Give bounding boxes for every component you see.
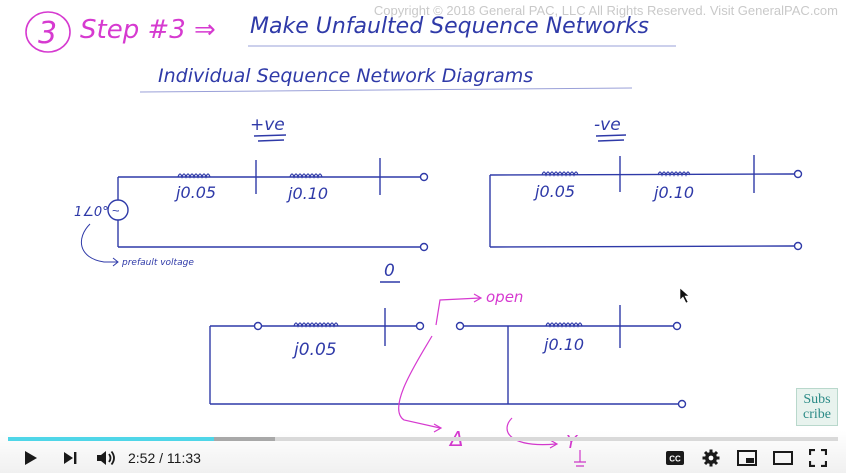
- positive-impedance-2: j0.10: [286, 184, 328, 203]
- positive-source-label: 1∠0°: [74, 205, 109, 220]
- subscribe-badge[interactable]: Subs cribe: [796, 388, 838, 426]
- positive-inductor-2: [289, 173, 323, 179]
- negative-terminal-top: [793, 169, 803, 179]
- negative-sequence-network: -ve j0.05 j0.10: [489, 115, 803, 251]
- volume-button[interactable]: [94, 447, 118, 469]
- zero-terminal-open-right: [455, 321, 465, 331]
- step-header: 3 Step #3 ⇒ Make Unfaulted Sequence Netw…: [25, 11, 676, 93]
- play-button[interactable]: [18, 447, 42, 469]
- next-icon: [64, 452, 77, 464]
- zero-sequence-network: 0 j0.05 j0.10: [209, 261, 687, 409]
- copyright-watermark: Copyright © 2018 General PAC, LLC All Ri…: [373, 3, 838, 18]
- time-separator: /: [155, 450, 167, 466]
- positive-terminal-bottom: [419, 242, 429, 252]
- negative-impedance-1: j0.05: [533, 182, 575, 201]
- zero-label: 0: [384, 261, 395, 281]
- mouse-cursor: [679, 287, 690, 304]
- volume-icon: [97, 450, 115, 466]
- positive-source-symbol: ~: [112, 203, 120, 218]
- step-title: Step #3 ⇒: [80, 15, 216, 45]
- positive-label: +ve: [250, 115, 285, 135]
- duration: 11:33: [166, 450, 201, 466]
- step-number: 3: [38, 16, 57, 51]
- negative-inductor-2: [657, 171, 691, 177]
- zero-inductor-2: [545, 322, 583, 328]
- positive-inductor-1: [177, 173, 211, 179]
- progress-played: [8, 437, 214, 441]
- next-button[interactable]: [58, 447, 82, 469]
- play-icon: [25, 451, 37, 465]
- captions-icon: CC: [666, 451, 684, 465]
- prefault-arrow: [81, 223, 118, 263]
- positive-sequence-network: +ve ~ 1∠0° j0.05 j0.10 prefault voltage: [74, 115, 429, 268]
- zero-terminal-open-left: [415, 321, 425, 331]
- fullscreen-button[interactable]: [806, 447, 830, 469]
- miniplayer-icon: [737, 450, 757, 466]
- page-heading: Make Unfaulted Sequence Networks: [250, 14, 649, 39]
- positive-impedance-1: j0.05: [174, 183, 216, 202]
- zero-terminal-bottom: [677, 399, 687, 409]
- negative-bottom-wire: [489, 245, 795, 248]
- captions-button[interactable]: CC: [663, 447, 687, 469]
- zero-terminal-left: [253, 321, 263, 331]
- gear-icon: [702, 449, 720, 467]
- open-arrow: [435, 297, 481, 326]
- subheading-underline: [139, 87, 633, 93]
- positive-terminal-top: [419, 172, 429, 182]
- wye-ground: [574, 450, 586, 467]
- subscribe-line-1: Subs: [803, 392, 831, 407]
- negative-terminal-bottom: [793, 241, 803, 251]
- theater-icon: [773, 451, 793, 465]
- zero-inductor-1: [293, 322, 339, 328]
- fullscreen-icon: [809, 449, 827, 467]
- open-note: open: [486, 288, 523, 306]
- zero-impedance-2: j0.10: [542, 335, 584, 354]
- current-time: 2:52: [128, 450, 156, 466]
- page-subheading: Individual Sequence Network Diagrams: [158, 65, 533, 87]
- subscribe-line-2: cribe: [803, 407, 831, 422]
- time-display: 2:52 / 11:33: [128, 450, 201, 466]
- zero-terminal-top: [672, 321, 682, 331]
- svg-text:CC: CC: [669, 455, 681, 464]
- negative-inductor-1: [541, 171, 579, 177]
- negative-impedance-2: j0.10: [652, 183, 694, 202]
- progress-bar[interactable]: [8, 437, 838, 441]
- delta-arrow: [398, 335, 441, 429]
- miniplayer-button[interactable]: [735, 447, 759, 469]
- negative-label: -ve: [594, 115, 621, 135]
- zero-impedance-1: j0.05: [292, 340, 337, 360]
- negative-top-wire: [489, 173, 795, 176]
- theater-mode-button[interactable]: [771, 447, 795, 469]
- settings-button[interactable]: [699, 447, 723, 469]
- prefault-note: prefault voltage: [121, 258, 194, 268]
- step-number-circle: [25, 11, 71, 53]
